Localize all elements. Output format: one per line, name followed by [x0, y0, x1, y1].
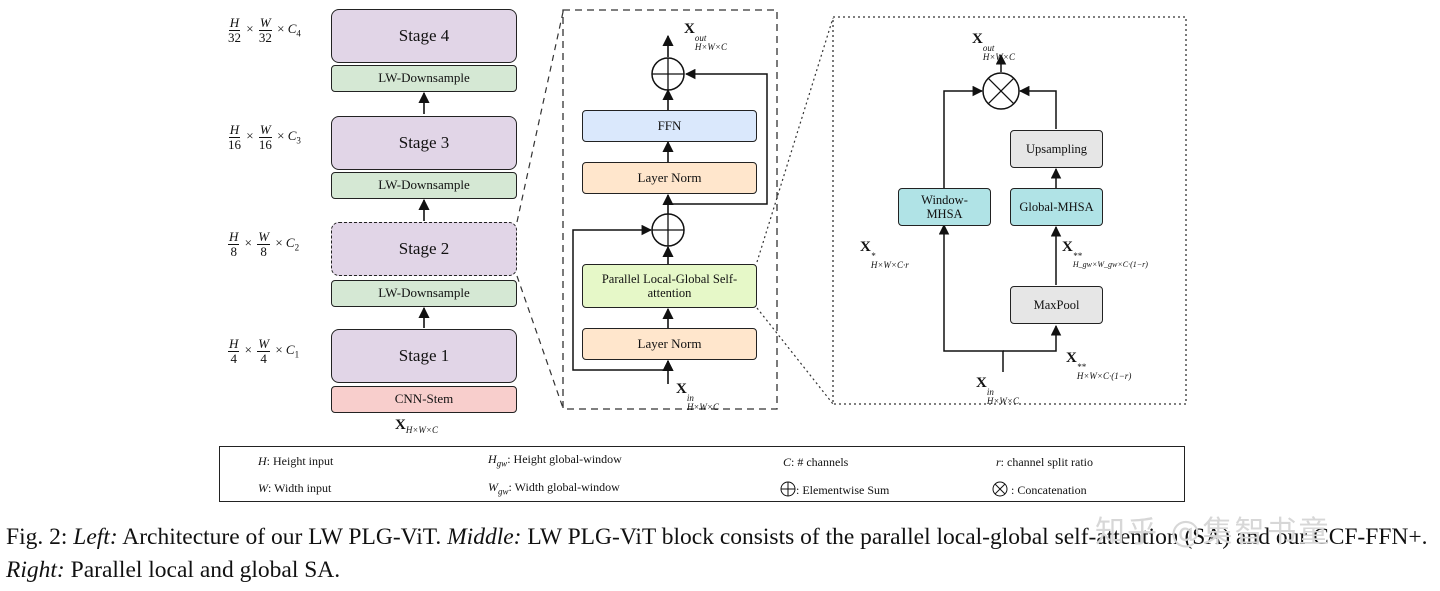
block-frame [562, 9, 778, 410]
lw-downsample-label: LW-Downsample [378, 177, 470, 193]
elementwise-sum-icon [780, 481, 796, 497]
stage-1-label: Stage 1 [398, 346, 450, 366]
concatenation-icon [992, 481, 1008, 497]
legend-ratio: r: channel split ratio [996, 455, 1093, 469]
stage-1: Stage 1 [331, 329, 517, 383]
stage-3: Stage 3 [331, 116, 517, 170]
legend-height-gw: Hgw: Height global-window [488, 452, 622, 469]
legend-width-gw: Wgw: Width global-window [488, 480, 620, 497]
arrow-in-window [938, 223, 1004, 372]
layer-norm-label: Layer Norm [637, 335, 702, 351]
layer-norm-2: Layer Norm [582, 162, 757, 194]
x-double-star-label: X**H×W×C·(1−r) [1066, 350, 1132, 381]
stage-4: Stage 4 [331, 9, 517, 63]
global-mhsa-label: Global-MHSA [1019, 199, 1094, 214]
residual-1 [572, 224, 668, 371]
stage-2: Stage 2 [331, 222, 517, 276]
legend-height: H: Height input [258, 454, 334, 468]
x-gw-label: X**H_gw×W_gw×C·(1−r) [1062, 239, 1148, 269]
arrow-upsampling-concat [1018, 85, 1057, 129]
residual-2 [668, 68, 768, 205]
maxpool-box: MaxPool [1010, 286, 1103, 324]
arrow-in-maxpool [1003, 324, 1062, 352]
sa-frame [832, 16, 1187, 405]
figure-caption: Fig. 2: Left: Architecture of our LW PLG… [6, 524, 1428, 583]
arrow-window-concat [943, 85, 984, 188]
lw-downsample-3: LW-Downsample [331, 65, 517, 92]
zoom-dotted-bottom [756, 307, 834, 405]
window-mhsa-box: Window-MHSA [898, 188, 991, 226]
plg-self-attention-label: Parallel Local-Global Self-attention [601, 271, 738, 300]
stage-3-label: Stage 3 [398, 133, 450, 153]
stage-4-label: Stage 4 [398, 26, 450, 46]
lw-downsample-1: LW-Downsample [331, 280, 517, 307]
input-label: XH×W×C [395, 417, 438, 436]
elementwise-sum-icon-2 [651, 57, 685, 91]
ffn-label: FFN [657, 117, 682, 133]
x-star-label: X*H×W×C·r [860, 239, 909, 270]
zoom-line-bottom [516, 275, 564, 409]
stage-2-label: Stage 2 [398, 239, 450, 259]
zoom-dotted-top [756, 17, 834, 263]
lw-downsample-label: LW-Downsample [378, 285, 470, 301]
upsampling-box: Upsampling [1010, 130, 1103, 168]
elementwise-sum-icon-1 [651, 213, 685, 247]
legend-channels: C: # channels [783, 455, 849, 469]
layer-norm-label: Layer Norm [637, 169, 702, 185]
global-mhsa-box: Global-MHSA [1010, 188, 1103, 226]
zoom-line-top [516, 11, 564, 223]
legend-width: W: Width input [258, 481, 332, 495]
watermark: 知乎 @集智书童 [1095, 515, 1331, 550]
window-mhsa-label: Window-MHSA [921, 192, 968, 221]
layer-norm-1: Layer Norm [582, 328, 757, 360]
lw-downsample-2: LW-Downsample [331, 172, 517, 199]
concatenation-icon [982, 72, 1020, 110]
legend: H: Height input W: Width input Hgw: Heig… [219, 446, 1185, 502]
legend-sum: : Elementwise Sum [780, 481, 889, 498]
plg-self-attention-box: Parallel Local-Global Self-attention [582, 264, 757, 308]
maxpool-label: MaxPool [1033, 297, 1080, 312]
upsampling-label: Upsampling [1025, 141, 1088, 156]
cnn-stem: CNN-Stem [331, 386, 517, 413]
lw-downsample-label: LW-Downsample [378, 70, 470, 86]
legend-concat: : Concatenation [992, 481, 1087, 498]
ffn-box: FFN [582, 110, 757, 142]
cnn-stem-label: CNN-Stem [394, 391, 454, 407]
